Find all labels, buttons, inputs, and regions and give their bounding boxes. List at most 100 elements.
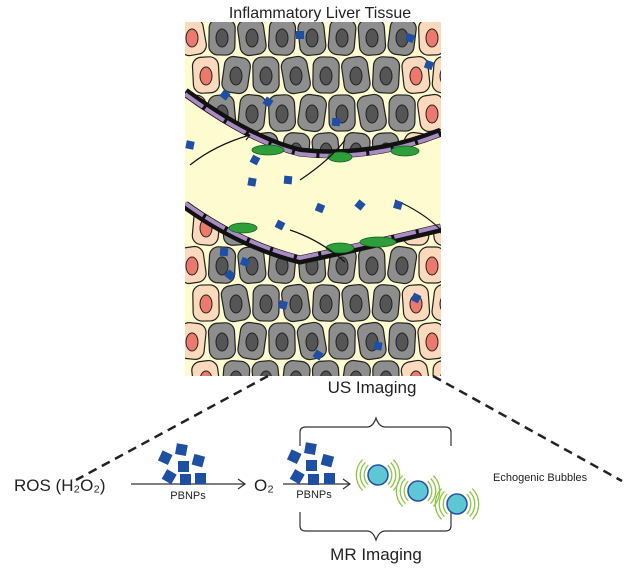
nanoparticle [314, 202, 326, 214]
cell-nucleus [319, 294, 333, 314]
nanoparticle [312, 349, 324, 361]
echogenic-bubbles [355, 459, 480, 520]
hepatocyte-cell [251, 360, 281, 376]
mr-brace [299, 512, 452, 542]
nanoparticle [262, 96, 274, 108]
cell-nucleus [410, 370, 422, 376]
cell-nucleus [425, 332, 439, 352]
mr-imaging-label: MR Imaging [330, 545, 422, 564]
edge-cell [431, 283, 441, 323]
sound-wave [387, 464, 393, 486]
cell-nucleus [439, 297, 441, 311]
cell-nucleus [275, 104, 289, 124]
edge-cell [431, 56, 441, 94]
nanoparticle [410, 292, 422, 304]
pbnp-cluster-1 [157, 443, 206, 485]
nanoparticle [247, 177, 257, 187]
cell-nucleus [185, 332, 199, 352]
cell-nucleus [259, 66, 273, 86]
cell-nucleus [395, 332, 409, 352]
cell-nucleus [439, 145, 441, 159]
nanoparticle [249, 154, 261, 166]
edge-cell [432, 360, 441, 376]
cell-nucleus [395, 256, 409, 276]
zoom-lines [75, 374, 623, 483]
cell-nucleus [245, 332, 259, 352]
cell-nucleus [200, 370, 212, 376]
sound-wave [442, 493, 448, 515]
cell-nucleus [425, 256, 439, 276]
cell-nucleus [229, 294, 243, 314]
cell-nucleus [305, 332, 319, 352]
sound-wave [392, 459, 401, 491]
kupffer-cells [228, 144, 420, 254]
hepatocyte-cell [221, 360, 251, 376]
nanoparticle [296, 31, 304, 39]
cell-nucleus [305, 28, 319, 48]
us-imaging-label: US Imaging [328, 378, 417, 397]
cell-nucleus [365, 28, 379, 48]
nanoparticle-layer [185, 31, 435, 361]
hepatocyte-cell [281, 360, 311, 376]
cell-nucleus [440, 373, 441, 376]
sound-wave [466, 493, 472, 515]
cell-nucleus [335, 28, 349, 48]
cell-nucleus [245, 104, 259, 124]
nanoparticle [224, 269, 236, 281]
sound-wave [399, 477, 406, 505]
nanoparticle [405, 33, 415, 43]
cell-nucleus [349, 294, 363, 314]
bubble [446, 493, 468, 515]
sound-wave [438, 490, 445, 518]
sound-wave [471, 488, 480, 520]
edge-cell [400, 359, 431, 376]
sound-wave [434, 488, 443, 520]
nanoparticle [354, 199, 366, 211]
hepatocyte-cell [311, 360, 341, 376]
cell-nucleus [260, 370, 272, 376]
cell-nucleus [365, 256, 379, 276]
catalyst-1-label: PBNPs [170, 490, 206, 502]
title: Inflammatory Liver Tissue [229, 5, 411, 22]
sound-wave [355, 459, 364, 491]
sound-wave [395, 475, 404, 507]
sound-wave [363, 464, 369, 486]
cell-nucleus [349, 66, 363, 86]
nanoparticle [423, 59, 435, 71]
nanoparticle [185, 140, 195, 150]
cell-nucleus [305, 104, 319, 124]
sound-wave [430, 477, 437, 505]
reactant-label: ROS (H₂O₂) [14, 476, 106, 495]
sound-wave [359, 461, 366, 489]
cell-nucleus [185, 256, 199, 276]
nanoparticle [219, 247, 229, 257]
cell-nucleus [230, 370, 242, 376]
cell-nucleus [275, 28, 289, 48]
cell-nucleus [275, 332, 289, 352]
liver-tissue-illustration [185, 22, 441, 376]
cell-nucleus [425, 104, 439, 124]
cell-nucleus [439, 221, 441, 235]
cell-nucleus [259, 294, 273, 314]
cell-nucleus [199, 294, 213, 314]
sound-wave [469, 490, 476, 518]
nanoparticle [283, 175, 293, 185]
hepatocyte-cell [341, 359, 371, 376]
hepatocyte-cell [372, 360, 400, 376]
product-label: Echogenic Bubbles [493, 472, 588, 484]
nanoparticle [331, 117, 341, 127]
cell-nucleus [215, 332, 229, 352]
cell-nucleus [439, 69, 441, 83]
cell-nucleus [379, 66, 393, 86]
cell-nucleus [185, 28, 199, 48]
cell-nucleus [289, 66, 303, 86]
cell-nucleus [319, 66, 333, 86]
cell-nucleus [335, 332, 349, 352]
cell-nucleus [245, 28, 259, 48]
nanoparticle [393, 200, 403, 210]
cell-nucleus [229, 66, 243, 86]
nanoparticle [239, 256, 251, 268]
cell-nucleus [215, 28, 229, 48]
cell-nucleus [350, 370, 362, 376]
